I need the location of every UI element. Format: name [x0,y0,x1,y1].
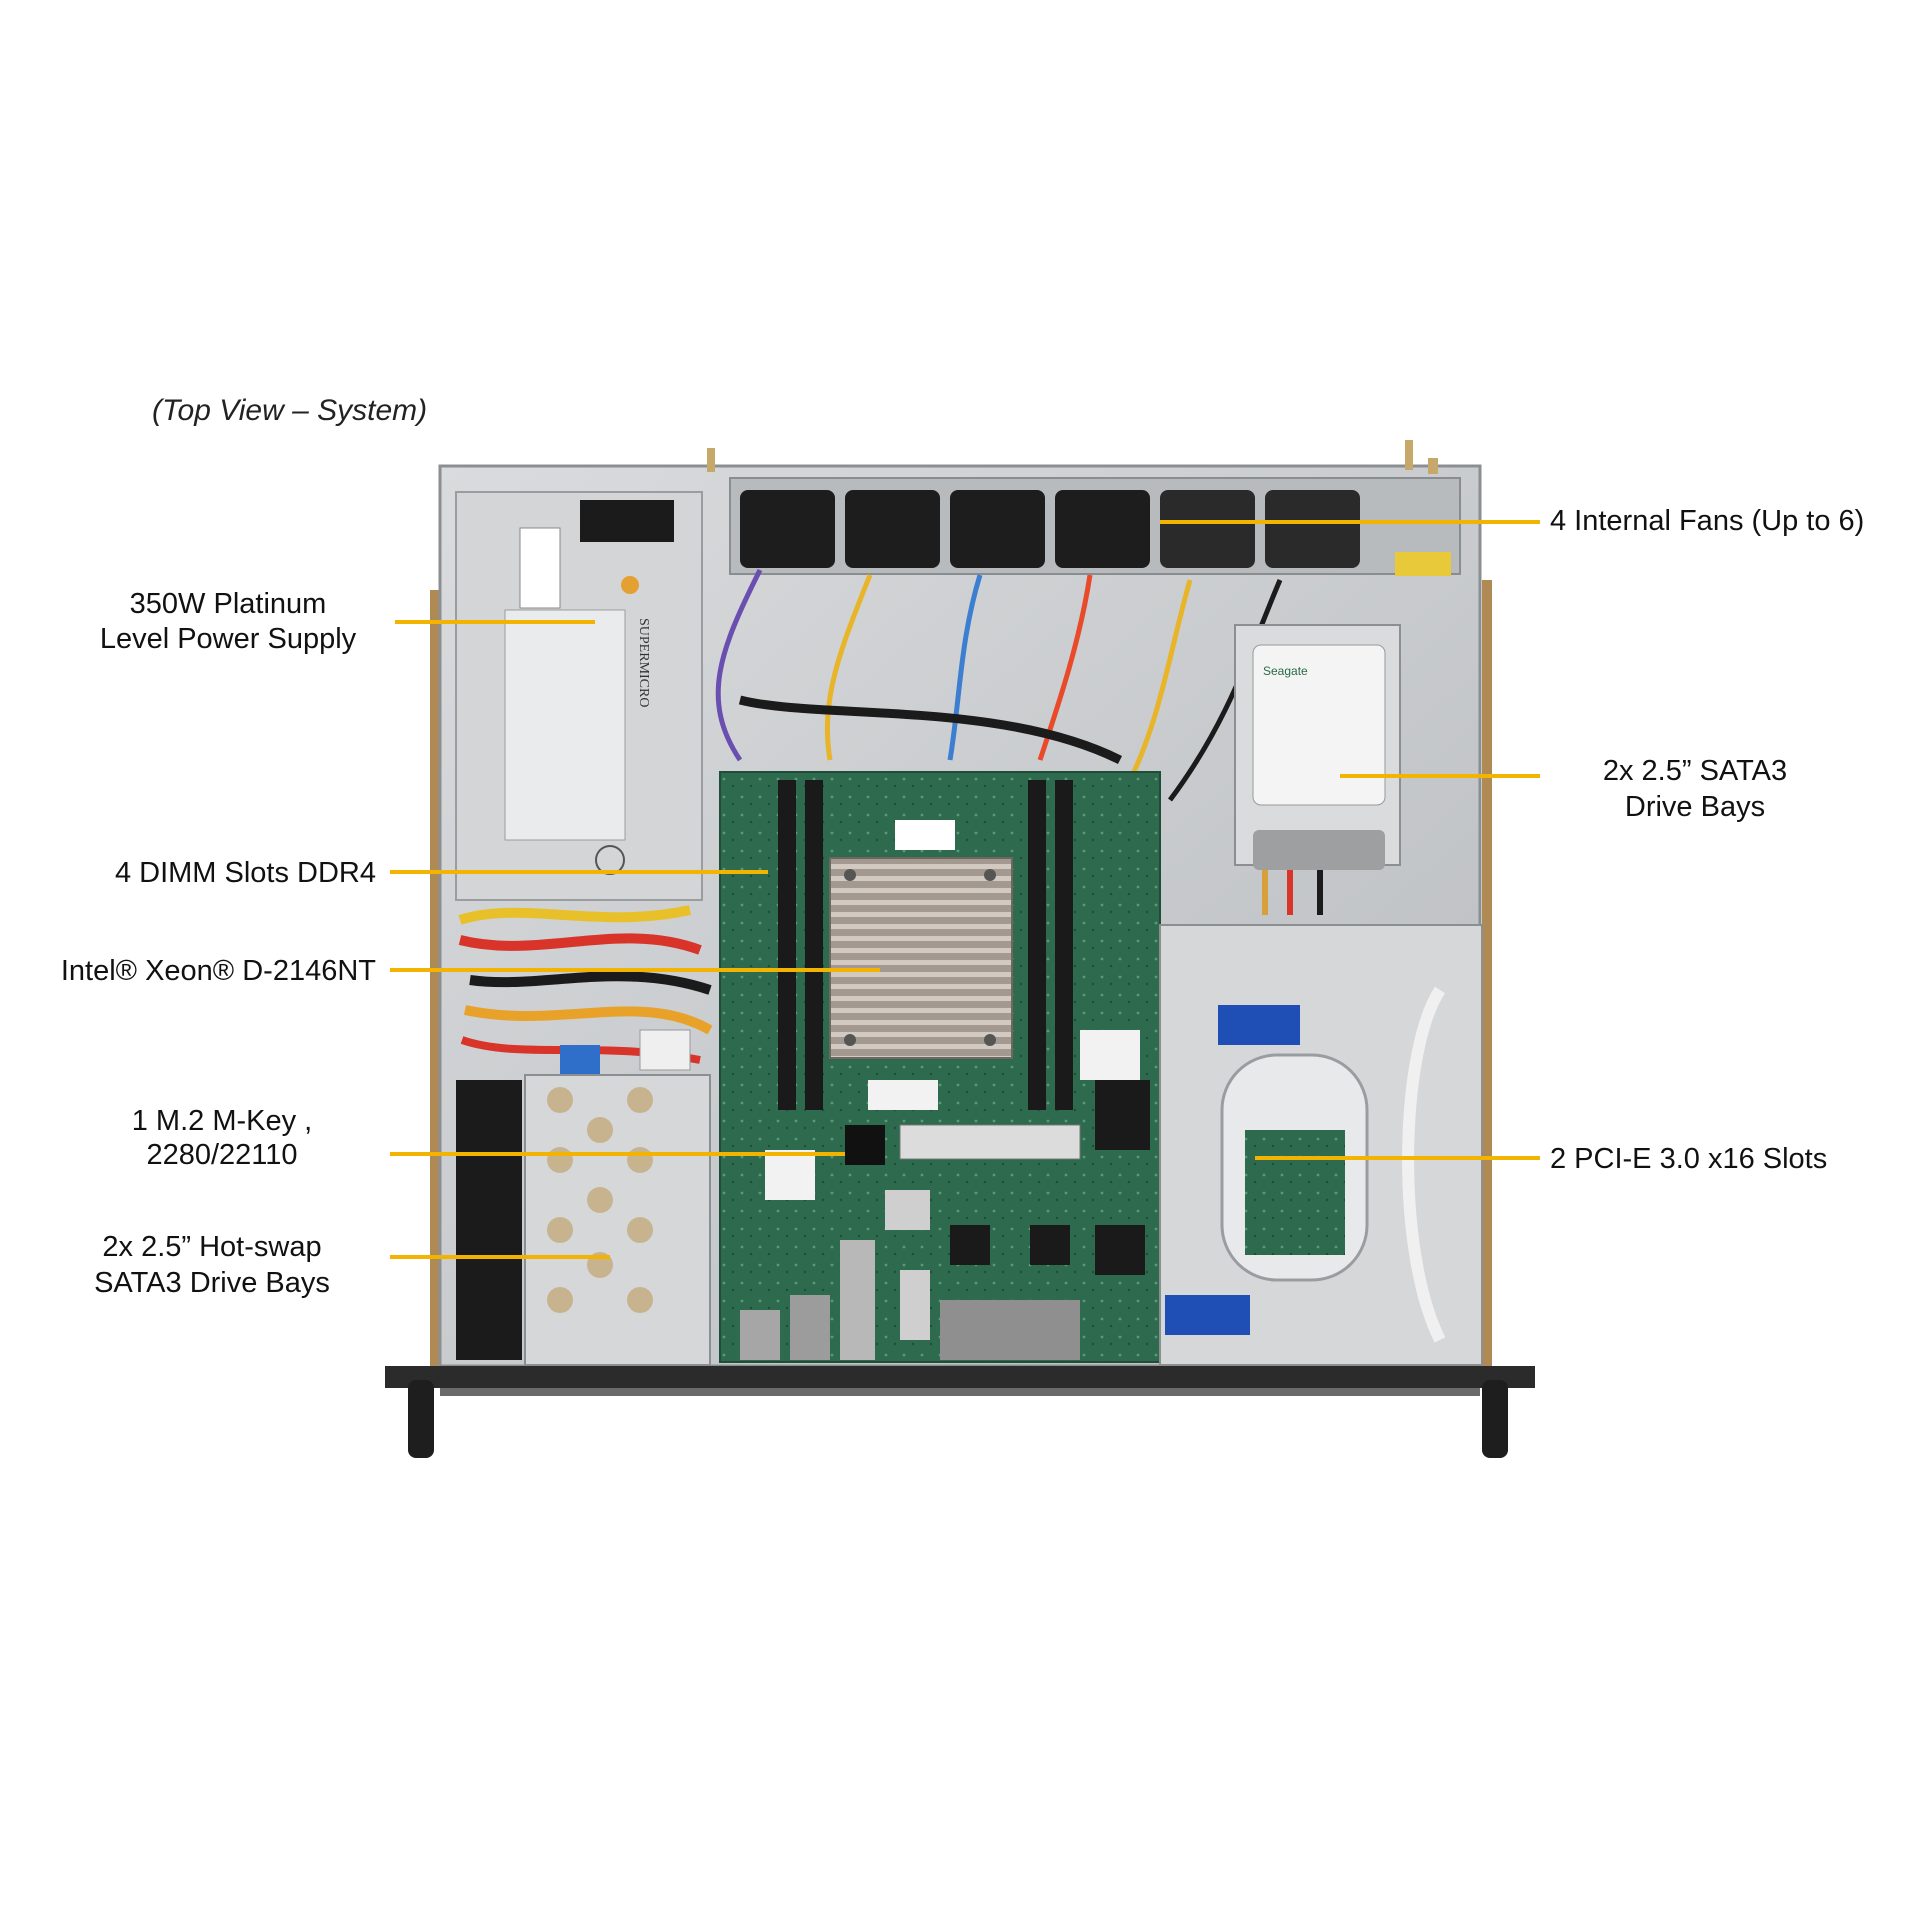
diagram-caption: (Top View – System) [152,394,427,427]
dimm-slot-1 [778,780,796,1110]
dimm-slot-3 [1028,780,1046,1110]
callout-m2-line2: 2280/22110 [146,1139,297,1171]
fan-assembly [729,477,1461,576]
fan-4 [1055,490,1150,568]
dimm-slot-2 [805,780,823,1110]
fan-2 [845,490,940,568]
internal-hdd: Seagate [1234,624,1401,915]
psu-cable-bundle [458,905,713,1075]
callout-cpu: Intel® Xeon® D-2146NT [61,955,376,987]
callout-dimm: 4 DIMM Slots DDR4 [115,857,376,889]
callout-m2-line1: 1 M.2 M-Key , [132,1105,313,1137]
m2-slot [899,1124,1081,1160]
fan-6 [1265,490,1360,568]
callout-sata-bays-line1: 2x 2.5” SATA3 [1603,755,1787,787]
psu-brand-text: SUPERMICRO [636,618,651,707]
cpu-heatsink [829,857,1013,1059]
callout-hotswap-line1: 2x 2.5” Hot-swap [102,1231,321,1263]
callout-psu-line2: Level Power Supply [100,623,357,655]
hdd-brand-text: Seagate [1263,664,1308,678]
callout-fans: 4 Internal Fans (Up to 6) [1550,505,1864,537]
dimm-slot-4 [1055,780,1073,1110]
pcie-card [1245,1130,1345,1255]
callout-hotswap-line2: SATA3 Drive Bays [94,1267,330,1299]
motherboard [719,771,1161,1363]
power-supply: SUPERMICRO [455,491,703,901]
callout-sata-bays-line2: Drive Bays [1625,791,1765,823]
fan-3 [950,490,1045,568]
callout-pcie: 2 PCI-E 3.0 x16 Slots [1550,1143,1827,1175]
callout-lines [390,520,1540,1259]
callout-psu-line1: 350W Platinum [130,588,327,620]
fan-5 [1160,490,1255,568]
pcie-riser-bracket [1159,924,1483,1366]
hotswap-drive-bay [456,1074,711,1366]
fan-1 [740,490,835,568]
